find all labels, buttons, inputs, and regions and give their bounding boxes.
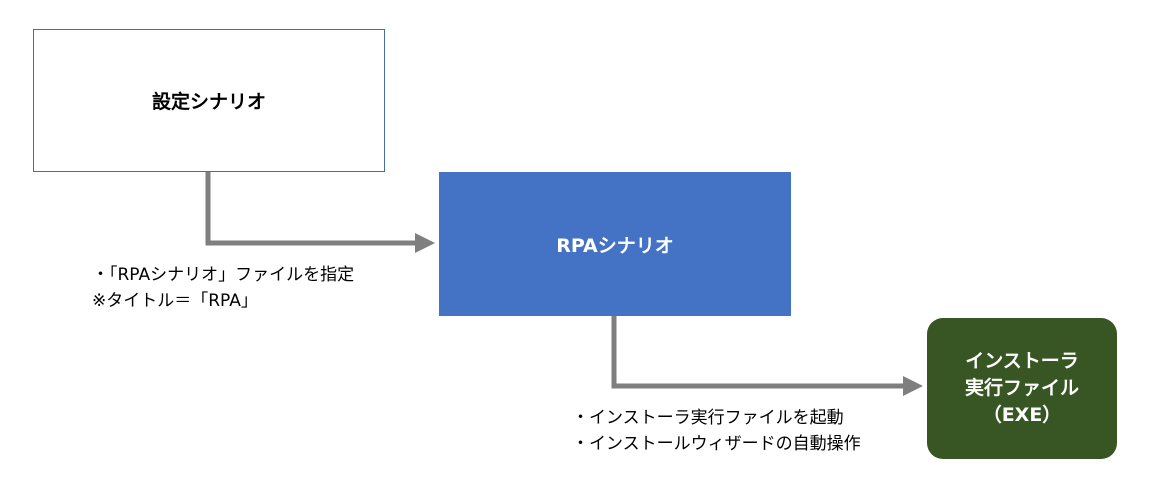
installer-label-line1: インストーラ bbox=[965, 350, 1079, 372]
note-rpa-file-line1: ・「RPAシナリオ」ファイルを指定 bbox=[92, 265, 355, 285]
note-installer-actions-line1: ・インストーラ実行ファイルを起動 bbox=[572, 408, 844, 428]
settings-scenario-label: 設定シナリオ bbox=[151, 91, 266, 113]
note-rpa-file: ・「RPAシナリオ」ファイルを指定 ※タイトル＝「RPA」 bbox=[92, 262, 354, 314]
connector-rpa-to-installer bbox=[611, 316, 924, 396]
installer-node: インストーラ 実行ファイル （EXE） bbox=[927, 318, 1117, 459]
note-installer-actions-line2: ・インストールウィザードの自動操作 bbox=[572, 434, 861, 454]
installer-label-line3: （EXE） bbox=[982, 404, 1062, 426]
installer-label-line2: 実行ファイル bbox=[964, 377, 1079, 399]
note-rpa-file-line2: ※タイトル＝「RPA」 bbox=[92, 291, 258, 311]
rpa-scenario-node: RPAシナリオ bbox=[439, 172, 791, 316]
settings-scenario-node: 設定シナリオ bbox=[33, 29, 385, 172]
connector-settings-to-rpa bbox=[205, 172, 436, 253]
note-installer-actions: ・インストーラ実行ファイルを起動 ・インストールウィザードの自動操作 bbox=[572, 405, 861, 457]
rpa-scenario-label: RPAシナリオ bbox=[556, 234, 674, 257]
